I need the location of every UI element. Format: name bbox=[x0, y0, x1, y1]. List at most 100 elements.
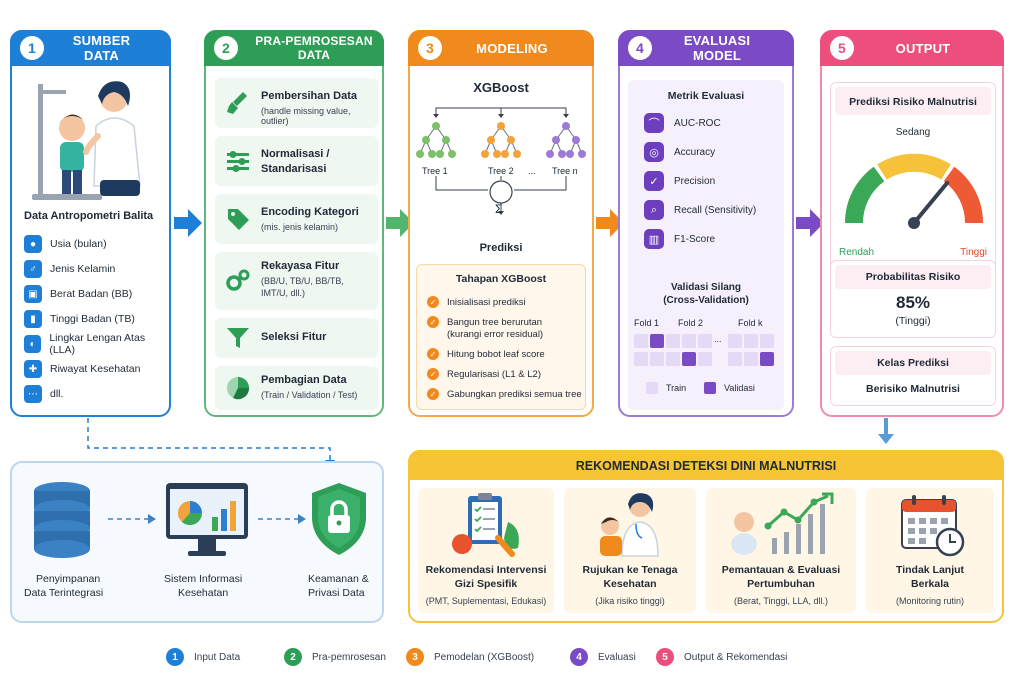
metrics-box: Metrik Evaluasi ⌒AUC-ROC ◎Accuracy ✓Prec… bbox=[628, 80, 784, 286]
probability-value: 85% bbox=[895, 293, 931, 312]
system-label-2: Kesehatan bbox=[178, 587, 229, 599]
fold-label-1: Fold 1 bbox=[634, 318, 660, 328]
sliders-icon bbox=[227, 151, 249, 172]
fold-cell bbox=[728, 334, 742, 348]
target-icon: ◎ bbox=[644, 142, 664, 162]
panel-title: MODELING bbox=[476, 40, 548, 56]
clipboard-icon: ✚ bbox=[24, 360, 42, 378]
cross-validation-box: Validasi Silang (Cross-Validation) Fold … bbox=[628, 274, 784, 410]
metric-recall: ⌕Recall (Sensitivity) bbox=[644, 199, 756, 221]
ruler-icon: ▮ bbox=[24, 310, 42, 328]
tree-label-2: Tree 2 bbox=[488, 166, 514, 176]
fold-label-ellipsis: ... bbox=[714, 334, 722, 344]
person-icon: ● bbox=[24, 235, 42, 253]
metric-precision: ✓Precision bbox=[644, 170, 715, 192]
check-icon: ✓ bbox=[427, 348, 439, 360]
tape-icon: ◐ bbox=[24, 335, 42, 353]
step-card-cleaning: Pembersihan Data (handle missing value, … bbox=[215, 78, 378, 128]
xgboost-steps-box: Tahapan XGBoost ✓Inisialisasi prediksi ✓… bbox=[416, 264, 586, 410]
flow-arrow-3-4 bbox=[596, 209, 624, 237]
growth-chart-baby-icon bbox=[731, 492, 834, 555]
legend-train: Train bbox=[666, 383, 687, 393]
panel-output: 5 OUTPUT Prediksi Risiko Malnutrisi Seda… bbox=[820, 30, 1004, 417]
step-card-encoding: Encoding Kategori (mis. jenis kelamin) bbox=[215, 194, 378, 244]
step-init: ✓Inisialisasi prediksi bbox=[427, 293, 526, 311]
clipboard-vegetables-icon bbox=[452, 493, 519, 557]
tree-label-n: Tree n bbox=[552, 166, 578, 176]
legend-number: 3 bbox=[406, 648, 424, 666]
probability-label: (Tinggi) bbox=[895, 315, 931, 327]
step-number: 3 bbox=[418, 36, 442, 60]
fold-cell bbox=[744, 352, 758, 366]
step-card-feature-selection: Seleksi Fitur bbox=[215, 318, 378, 358]
step-number: 4 bbox=[628, 36, 652, 60]
data-item-weight: ▣Berat Badan (BB) bbox=[24, 284, 132, 304]
data-item-arm: ◐Lingkar Lengan Atas (LLA) bbox=[24, 332, 169, 356]
fold-cell-validation bbox=[682, 352, 696, 366]
panel-evaluation: 4 EVALUASI MODEL Metrik Evaluasi ⌒AUC-RO… bbox=[618, 30, 794, 417]
flow-arrow-4-5 bbox=[796, 209, 824, 237]
fold-cell bbox=[666, 352, 680, 366]
fold-cell-validation bbox=[760, 352, 774, 366]
legend-number: 4 bbox=[570, 648, 588, 666]
data-item-age: ●Usia (bulan) bbox=[24, 234, 107, 254]
metric-auc-roc: ⌒AUC-ROC bbox=[644, 112, 721, 134]
legend-validation: Validasi bbox=[724, 383, 755, 393]
fold-cell bbox=[760, 334, 774, 348]
fold-cell bbox=[698, 334, 712, 348]
step-card-data-split: Pembagian Data (Train / Validation / Tes… bbox=[215, 366, 378, 410]
check-icon: ✓ bbox=[427, 368, 439, 380]
legend-swatch-validation bbox=[704, 382, 716, 394]
prediction-class-value: Berisiko Malnutrisi bbox=[866, 383, 960, 395]
data-item-height: ▮Tinggi Badan (TB) bbox=[24, 309, 135, 329]
step-number: 1 bbox=[20, 36, 44, 60]
fold-cell bbox=[698, 352, 712, 366]
panel-title: PRA-PEMROSESAN DATA bbox=[255, 34, 373, 62]
check-circle-icon: ✓ bbox=[644, 171, 664, 191]
step-number: 5 bbox=[830, 36, 854, 60]
fold-cell bbox=[744, 334, 758, 348]
panel-data-source: 1 SUMBER DATA Data Antropometri Balita ●… bbox=[10, 30, 171, 417]
tree-label-ellipsis: ... bbox=[528, 166, 536, 176]
more-icon: ⋯ bbox=[24, 385, 42, 403]
funnel-icon bbox=[227, 328, 249, 348]
probability-box: Probabilitas Risiko 85% (Tinggi) bbox=[830, 260, 996, 338]
legend-number: 2 bbox=[284, 648, 302, 666]
dashed-arrow-storage-system bbox=[108, 514, 156, 524]
panel-title: EVALUASI MODEL bbox=[683, 33, 751, 63]
gears-icon bbox=[226, 269, 250, 291]
gauge-label-mid: Sedang bbox=[895, 127, 931, 138]
panel-infrastructure: Penyimpanan Data Terintegrasi Sistem Inf… bbox=[10, 461, 384, 623]
data-heading: Data Antropometri Balita bbox=[24, 210, 154, 222]
prediction-label: Prediksi bbox=[479, 242, 523, 254]
panel-header: 2 PRA-PEMROSESAN DATA bbox=[204, 30, 384, 66]
sum-symbol: Σ bbox=[495, 202, 503, 216]
recommendation-title: REKOMENDASI DETEKSI DINI MALNUTRISI bbox=[575, 459, 837, 473]
fold-cell bbox=[634, 334, 648, 348]
legend-number: 5 bbox=[656, 648, 674, 666]
recommendation-header bbox=[408, 450, 1004, 480]
flow-arrow-output-recommendation bbox=[878, 418, 894, 444]
fold-cell bbox=[650, 352, 664, 366]
magnifier-icon: ⌕ bbox=[644, 200, 664, 220]
risk-gauge bbox=[844, 153, 984, 229]
dashed-arrow-system-security bbox=[258, 514, 306, 524]
step-card-feature-engineering: Rekayasa Fitur (BB/U, TB/U, BB/TB, IMT/U… bbox=[215, 252, 378, 310]
monitor-dashboard-icon bbox=[166, 483, 248, 556]
flow-arrow-1-2 bbox=[174, 209, 202, 237]
metric-f1: ▥F1-Score bbox=[644, 228, 715, 250]
panel-header: 3 MODELING bbox=[408, 30, 594, 66]
panel-modeling: 3 MODELING XGBoost Tree 1 Tree 2 ... Tre… bbox=[408, 30, 594, 417]
step-regularization: ✓Regularisasi (L1 & L2) bbox=[427, 365, 541, 383]
metric-accuracy: ◎Accuracy bbox=[644, 141, 715, 163]
panel-title: SUMBER DATA bbox=[72, 33, 131, 63]
scale-icon: ▣ bbox=[24, 285, 42, 303]
rec-card-monitoring: Pemantauan & Evaluasi Pertumbuhan (Berat… bbox=[706, 488, 856, 613]
step-build-trees-note: (kurangi error residual) bbox=[447, 329, 544, 340]
pie-chart-icon bbox=[227, 377, 250, 400]
storage-label-2: Data Terintegrasi bbox=[24, 587, 104, 599]
